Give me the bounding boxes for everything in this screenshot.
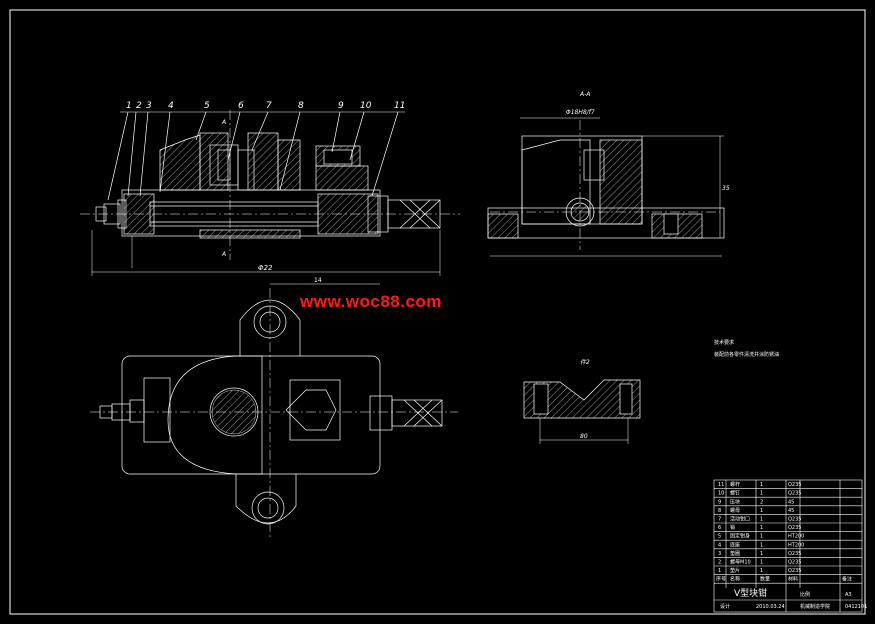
tb-row-no: 9 — [718, 499, 721, 505]
callout-4: 4 — [168, 101, 174, 111]
tb-scale-label: 比例 — [800, 591, 810, 598]
tb-row-material: HT200 — [788, 534, 804, 540]
tb-row-no: 4 — [718, 542, 721, 548]
tb-row-qty: 2 — [760, 499, 763, 505]
front-section-view — [80, 110, 460, 276]
section-mark-a-top: A — [221, 119, 226, 126]
tb-row-material: Q235 — [788, 568, 801, 574]
detail-2-dim: 80 — [580, 433, 588, 440]
callout-10: 10 — [360, 101, 372, 111]
drawing-name: V型块钳 — [734, 587, 767, 599]
callout-1: 1 — [126, 101, 132, 111]
tb-row-no: 2 — [718, 560, 721, 566]
tb-row-qty: 1 — [760, 525, 763, 531]
tb-row-material: Q235 — [788, 517, 801, 523]
right-height-dim: 35 — [722, 185, 730, 192]
callout-7: 7 — [266, 101, 272, 111]
outer-frame — [9, 9, 866, 615]
tb-row-no: 5 — [718, 534, 721, 540]
callout-8: 8 — [298, 101, 304, 111]
tb-row-no: 1 — [718, 568, 721, 574]
side-section-view — [487, 117, 725, 257]
tb-row-material: Q235 — [788, 560, 801, 566]
title-block — [713, 479, 863, 613]
tb-header-cell: 材料 — [788, 576, 798, 583]
tb-sheet-label: A3 — [845, 592, 852, 598]
tb-row-qty: 1 — [760, 560, 763, 566]
tb-school: 机械制造学院 — [800, 603, 830, 610]
tb-row-qty: 1 — [760, 517, 763, 523]
tb-row-no: 11 — [718, 482, 724, 488]
watermark-text: www.woc88.com — [300, 292, 442, 311]
tb-row-material: Q235 — [788, 525, 801, 531]
tb-row-name: 螺母 — [730, 507, 740, 514]
tb-row-qty: 1 — [760, 508, 763, 514]
tb-row-material: HT200 — [788, 542, 804, 548]
front-view-callouts: 1 2 3 4 5 6 7 8 9 10 11 A A Φ22 — [126, 101, 405, 272]
tb-header-cell: 序号 — [716, 576, 726, 583]
detail-part2 — [523, 379, 641, 444]
tb-row-name: 固定钳身 — [730, 533, 750, 540]
tb-row-material: Q235 — [788, 482, 801, 488]
tb-row-name: 螺钉 — [730, 490, 740, 497]
tb-row-name: 底座 — [730, 541, 740, 548]
tb-header-cell: 备注 — [842, 576, 852, 583]
tb-row-no: 6 — [718, 525, 721, 531]
tb-row-name: 垫圈 — [730, 550, 740, 557]
tb-row-qty: 1 — [760, 482, 763, 488]
tb-row-no: 8 — [718, 508, 721, 514]
tb-row-name: 压块 — [730, 498, 740, 505]
top-dim-label: 14 — [314, 277, 322, 284]
overall-length-dim: Φ22 — [258, 264, 273, 272]
tb-row-qty: 1 — [760, 551, 763, 557]
section-mark-a-bottom: A — [221, 251, 226, 258]
tb-row-name: 垫片 — [730, 567, 740, 574]
section-title-aa: A-A — [579, 91, 590, 98]
tb-row-name: 螺母M10 — [730, 559, 751, 566]
tb-row-qty: 1 — [760, 534, 763, 540]
detail-labels: 件2 80 — [580, 358, 590, 440]
callout-6: 6 — [238, 101, 244, 111]
fit-dimension: Φ18H8/f7 — [566, 109, 595, 116]
tb-row-name: 活动钳口 — [730, 516, 750, 523]
side-view-labels: A-A Φ18H8/f7 35 — [566, 91, 730, 192]
tb-row-qty: 1 — [760, 491, 763, 497]
tb-designer: 设计 — [720, 603, 730, 610]
tb-row-no: 3 — [718, 551, 721, 557]
tb-row-name: 销 — [730, 524, 735, 531]
callout-2: 2 — [136, 101, 142, 111]
tb-header-cell: 名称 — [730, 576, 740, 583]
tb-row-no: 7 — [718, 517, 721, 523]
callout-5: 5 — [204, 101, 210, 111]
technical-notes: 技术要求 装配前各零件清洗并涂防锈油 — [714, 339, 779, 358]
tb-header-cell: 数量 — [760, 576, 770, 583]
callout-3: 3 — [146, 101, 152, 111]
tb-row-no: 10 — [718, 491, 724, 497]
callout-11: 11 — [394, 101, 405, 111]
tb-row-material: Q235 — [788, 551, 801, 557]
tb-code: 0412101 — [845, 604, 867, 610]
tb-row-material: 45 — [788, 499, 794, 505]
tb-date: 2010.03.24 — [756, 604, 785, 610]
notes-title: 技术要求 — [714, 339, 734, 346]
top-plan-view — [90, 283, 458, 540]
callout-9: 9 — [338, 101, 344, 111]
detail-2-title: 件2 — [580, 358, 590, 366]
tb-row-material: 45 — [788, 508, 794, 514]
tb-row-name: 螺杆 — [730, 481, 740, 488]
tb-row-material: Q235 — [788, 491, 801, 497]
tb-row-qty: 1 — [760, 542, 763, 548]
notes-line1: 装配前各零件清洗并涂防锈油 — [714, 351, 779, 358]
tb-row-qty: 1 — [760, 568, 763, 574]
